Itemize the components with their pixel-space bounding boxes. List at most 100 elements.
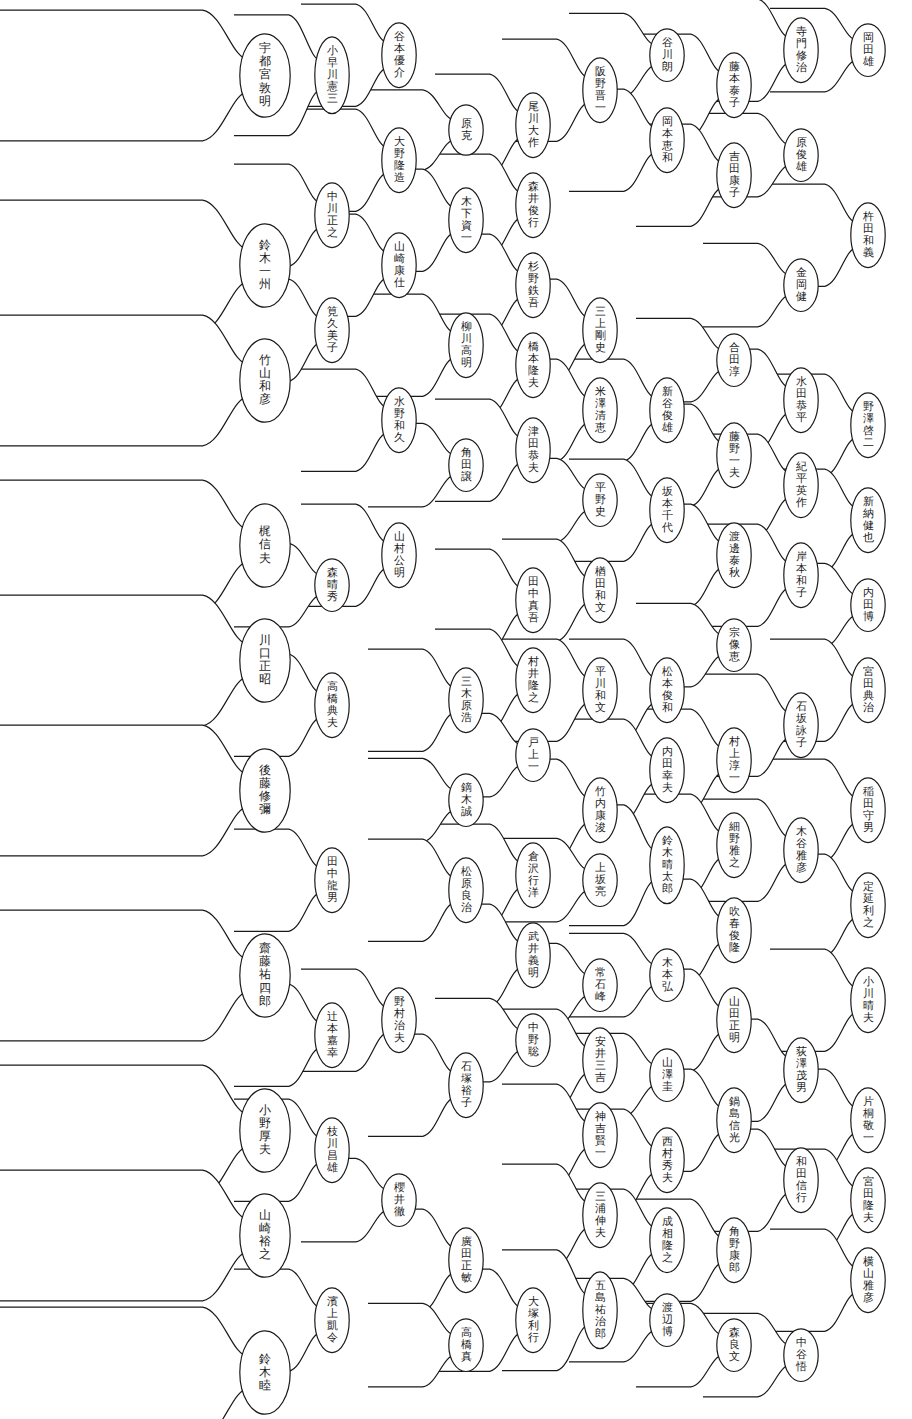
head-outline: [851, 393, 885, 458]
person-name: 橋本隆夫: [528, 341, 539, 389]
person-name: 新納健也: [863, 496, 874, 544]
person-name: 渡邊泰秋: [729, 531, 740, 579]
person-head: 松原良治: [448, 857, 484, 923]
person-head: 坂本千代: [649, 477, 685, 543]
person-head: 岡本恵和: [649, 107, 685, 173]
person-name: 田中真吾: [528, 576, 539, 624]
shoulder-line: [0, 725, 249, 775]
person-head: 山崎裕之: [239, 1193, 291, 1278]
person-name: 石塚裕子: [461, 1061, 472, 1109]
person-head: 西村秀夫: [649, 1127, 685, 1193]
head-outline: [851, 1168, 885, 1233]
shoulder-line: [0, 10, 249, 60]
person-head: 水野和久: [381, 387, 417, 453]
head-outline: [650, 738, 684, 803]
shoulder-line: [569, 719, 656, 758]
head-outline: [382, 388, 416, 453]
head-outline: [449, 668, 483, 733]
person-name: 森井俊行: [528, 181, 539, 229]
shoulder-line: [636, 1355, 723, 1387]
head-outline: [240, 223, 290, 306]
person-name: 戸上一: [528, 737, 539, 773]
shoulder-line: [234, 595, 321, 627]
person-name: 川口正昭: [259, 634, 271, 687]
person-head: 宇都宮敦明: [239, 33, 291, 118]
head-outline: [851, 778, 885, 843]
head-outline: [717, 423, 751, 488]
shoulder-line: [770, 759, 857, 798]
head-outline: [382, 988, 416, 1053]
person-name: 水田恭平: [796, 376, 807, 424]
person-head: 鈴木睦: [239, 1330, 291, 1415]
shoulder-line: [636, 1262, 723, 1301]
shoulder-line: [435, 74, 522, 113]
person-head: 鍋島信光: [716, 1087, 752, 1153]
head-outline: [516, 923, 550, 988]
person-name: 宇都宮敦明: [259, 42, 271, 108]
shoulder-line: [502, 539, 589, 578]
person-head: 中谷悟: [783, 1328, 819, 1382]
shoulder-line: [368, 758, 455, 790]
head-outline: [315, 1003, 349, 1068]
person-name: 岡本恵和: [662, 116, 673, 164]
person-head: 齋藤祐四郎: [239, 933, 291, 1018]
person-name: 岸本和子: [796, 551, 807, 599]
head-outline: [583, 1028, 617, 1093]
head-outline: [240, 618, 290, 701]
person-head: 森晴秀: [314, 558, 350, 612]
person-head: 大塚利行: [515, 1287, 551, 1353]
head-outline: [784, 129, 818, 182]
head-outline: [449, 105, 483, 155]
shoulder-line: [234, 1162, 321, 1201]
person-name: 和田信行: [796, 1156, 807, 1204]
head-outline: [382, 233, 416, 298]
head-outline: [583, 474, 617, 527]
person-head: 山崎康仕: [381, 232, 417, 298]
body-fill: [0, 315, 249, 446]
shoulder-line: [0, 595, 249, 645]
person-head: 横山雅彦: [850, 1247, 886, 1313]
head-outline: [583, 778, 617, 843]
head-outline: [449, 188, 483, 253]
person-head: 櫻井徹: [381, 1173, 417, 1227]
person-name: 村井隆之: [528, 656, 539, 704]
person-name: 山村公明: [394, 531, 405, 579]
person-head: 水田恭平: [783, 367, 819, 433]
person-name: 山田正明: [729, 996, 740, 1044]
head-outline: [650, 658, 684, 723]
person-head: 原俊雄: [783, 128, 819, 182]
person-name: 後藤修彌: [259, 764, 271, 817]
person-head: 森良文: [716, 1318, 752, 1372]
person-head: 平野史: [582, 473, 618, 527]
shoulder-line: [435, 549, 522, 588]
person-name: 柳川高明: [461, 321, 472, 369]
head-outline: [851, 1248, 885, 1313]
person-head: 森井俊行: [515, 172, 551, 238]
shoulder-line: [368, 839, 455, 878]
person-head: 新納健也: [850, 487, 886, 553]
person-name: 西村秀夫: [662, 1136, 673, 1184]
head-outline: [784, 1038, 818, 1103]
head-outline: [516, 568, 550, 633]
shoulder-line: [770, 1229, 857, 1268]
person-head: 米澤清恵: [582, 377, 618, 443]
body-fill: [368, 1303, 455, 1387]
shoulder-line: [0, 480, 249, 530]
person-head: 藤野一夫: [716, 422, 752, 488]
shoulder-line: [636, 794, 723, 833]
person-head: 山村公明: [381, 522, 417, 588]
person-head: 宗像恵: [716, 618, 752, 672]
person-name: 櫻井徹: [394, 1182, 405, 1218]
person-name: 坂本千代: [662, 486, 673, 534]
person-name: 安井三吉: [595, 1036, 606, 1084]
body-fill: [0, 595, 249, 726]
person-head: 村上淳一: [716, 727, 752, 793]
person-head: 五島祐治郎: [582, 1271, 618, 1349]
person-head: 中野聡: [515, 1013, 551, 1067]
shoulder-line: [301, 1210, 388, 1242]
person-name: 野澤啓二: [863, 401, 874, 449]
head-outline: [382, 1174, 416, 1227]
shoulder-line: [569, 152, 656, 191]
person-name: 三木原浩: [461, 676, 472, 724]
person-name: 木本弘: [662, 957, 673, 993]
